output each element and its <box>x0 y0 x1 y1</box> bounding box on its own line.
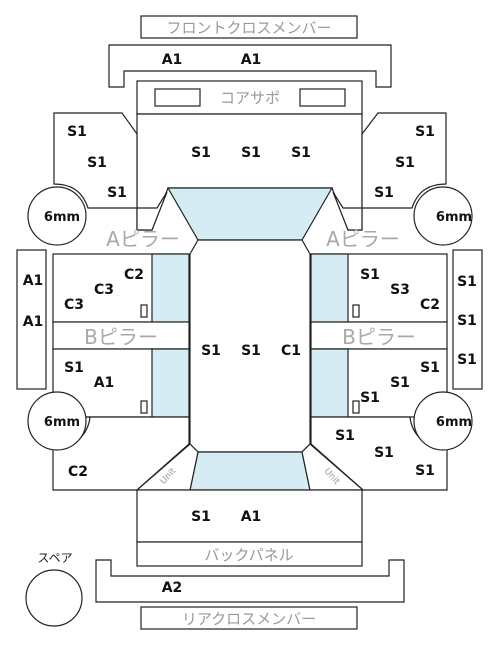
a-pillar-left-label: Aピラー <box>106 227 180 251</box>
core-support-label: コアサポ <box>220 89 280 107</box>
rear-left-door-glass <box>151 348 190 418</box>
front-right-code-1: S1 <box>415 124 435 140</box>
rear-cross-member-bracket <box>95 559 405 603</box>
rear-right-marker-circle <box>413 391 473 451</box>
front-left-fender <box>53 112 168 231</box>
spare-tire-circle <box>25 569 83 627</box>
front-right-code-3: S1 <box>374 185 394 201</box>
rear-right-door-code-2: S1 <box>390 375 410 391</box>
front-left-code-1: S1 <box>67 124 87 140</box>
b-pillar-left-label: Bピラー <box>84 325 158 349</box>
rear-right-marker-label: 6mm <box>436 415 472 430</box>
rear-cross-member-box <box>140 606 358 630</box>
core-code-b: S1 <box>241 145 261 161</box>
front-cross-member-box <box>140 15 358 39</box>
front-right-marker-label: 6mm <box>436 210 472 225</box>
front-right-fender <box>332 112 447 231</box>
core-code-c: S1 <box>291 145 311 161</box>
right-side-code-2: S1 <box>457 313 477 329</box>
right-side-bar <box>452 249 483 390</box>
front-left-code-3: S1 <box>107 185 127 201</box>
trunk-panel <box>136 489 363 543</box>
rear-left-door-code-s1: S1 <box>64 360 84 376</box>
rear-right-code-1: S1 <box>335 428 355 444</box>
right-side-code-3: S1 <box>457 352 477 368</box>
left-side-code-2: A1 <box>23 314 44 330</box>
rear-member-code: A2 <box>162 580 183 596</box>
front-member-code-left: A1 <box>162 52 183 68</box>
front-left-door-code-c2: C2 <box>124 267 144 283</box>
core-support-left-slot <box>154 88 201 107</box>
right-side-code-1: S1 <box>457 274 477 290</box>
roof-code-c1: C1 <box>281 343 301 359</box>
front-left-door-code-c3b: C3 <box>64 297 84 313</box>
front-left-door-code-c3a: C3 <box>94 282 114 298</box>
roof-code-1: S1 <box>201 343 221 359</box>
front-left-door-handle <box>140 304 148 318</box>
windshield-glass <box>166 187 334 241</box>
left-side-code-1: A1 <box>23 273 44 289</box>
front-right-door-handle <box>352 304 360 318</box>
front-right-door-code-c2: C2 <box>420 297 440 313</box>
front-left-code-2: S1 <box>87 155 107 171</box>
rear-right-code-2: S1 <box>374 445 394 461</box>
front-cross-member-bracket <box>108 44 392 88</box>
b-pillar-right-label: Bピラー <box>342 325 416 349</box>
rear-cross-member-label: リアクロスメンバー <box>182 610 316 628</box>
a-pillar-right-label: Aピラー <box>326 227 400 251</box>
b-pillar-right-strip <box>310 321 448 350</box>
front-cross-member-label: フロントクロスメンバー <box>166 19 331 37</box>
rear-right-door-code-1: S1 <box>420 360 440 376</box>
rear-left-marker-circle <box>27 391 87 451</box>
rear-left-code-c2: C2 <box>68 464 88 480</box>
roof-code-2: S1 <box>241 343 261 359</box>
rear-right-door-code-3: S1 <box>360 390 380 406</box>
trunk-code-a1: A1 <box>241 509 262 525</box>
front-right-marker-circle <box>413 186 473 246</box>
b-pillar-left-strip <box>52 321 190 350</box>
left-side-bar <box>16 249 47 390</box>
front-right-door-code-s1: S1 <box>360 267 380 283</box>
rear-right-door-glass <box>310 348 349 418</box>
front-right-door-code-s3: S3 <box>390 282 410 298</box>
core-code-a: S1 <box>191 145 211 161</box>
trunk-code-s1: S1 <box>191 509 211 525</box>
rear-right-code-3: S1 <box>415 463 435 479</box>
spare-label: スペア <box>37 551 72 565</box>
rear-window-glass <box>189 451 311 491</box>
front-member-code-right: A1 <box>241 52 262 68</box>
front-right-code-2: S1 <box>395 155 415 171</box>
rear-left-marker-label: 6mm <box>44 415 80 430</box>
front-left-door-glass <box>151 253 190 323</box>
rear-right-door-handle <box>352 400 360 414</box>
rear-left-door-handle <box>140 400 148 414</box>
back-panel-box <box>136 541 363 567</box>
front-left-marker-label: 6mm <box>44 210 80 225</box>
front-right-door-glass <box>310 253 349 323</box>
front-left-marker-circle <box>27 186 87 246</box>
core-support-right-slot <box>299 88 346 107</box>
back-panel-label: バックパネル <box>204 546 293 564</box>
rear-left-door-code-a1: A1 <box>94 375 115 391</box>
